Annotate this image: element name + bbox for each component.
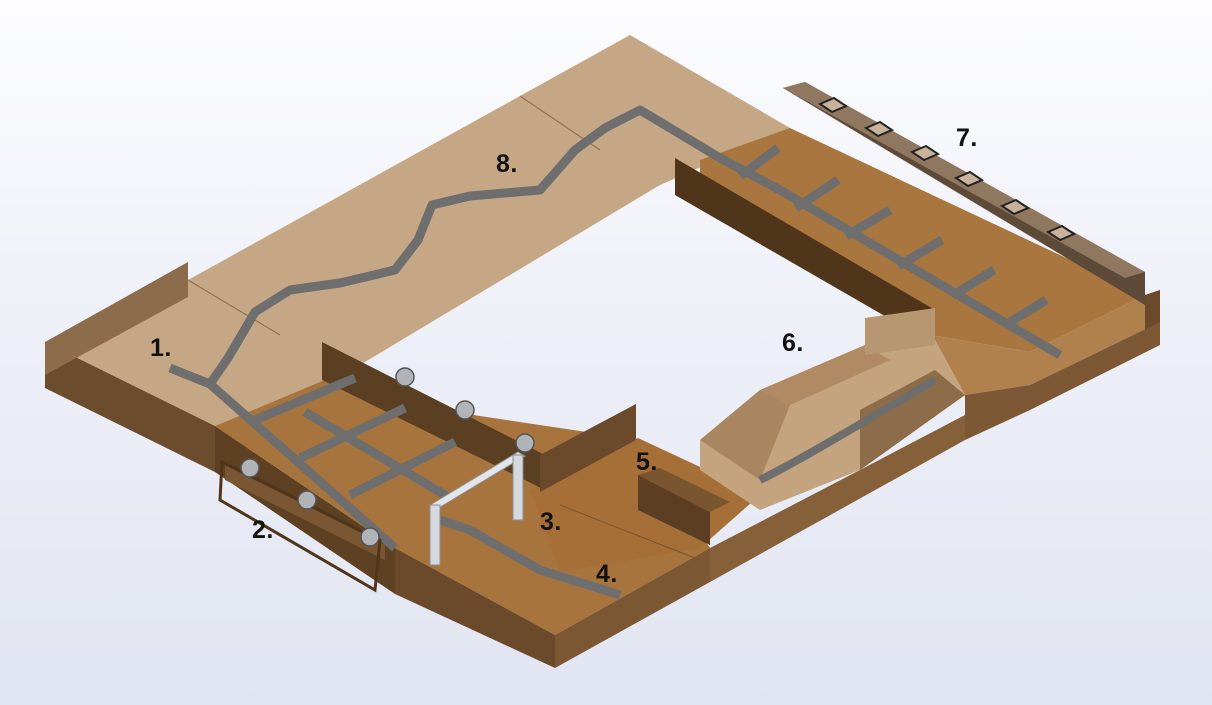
section-label-3: 3. xyxy=(540,508,562,536)
left-end-wall xyxy=(45,262,188,375)
right-inner-wall xyxy=(675,158,935,345)
section-label-7: 7. xyxy=(956,124,978,152)
section-label-2: 2. xyxy=(252,516,274,544)
ramp xyxy=(700,308,965,510)
inner-wall xyxy=(322,342,545,490)
gate xyxy=(429,451,526,566)
section-5-block xyxy=(638,475,710,545)
section-label-1: 1. xyxy=(150,334,172,362)
right-arm-board xyxy=(700,128,1145,352)
line-track xyxy=(168,105,1063,600)
section-label-4: 4. xyxy=(596,560,618,588)
tunnel-slots xyxy=(817,96,1077,242)
divider-wall xyxy=(540,404,636,492)
seesaw xyxy=(218,367,535,593)
section-label-5: 5. xyxy=(636,448,658,476)
section-label-8: 8. xyxy=(496,150,518,178)
right-arm-extension xyxy=(930,290,1160,395)
section-label-6: 6. xyxy=(782,329,804,357)
